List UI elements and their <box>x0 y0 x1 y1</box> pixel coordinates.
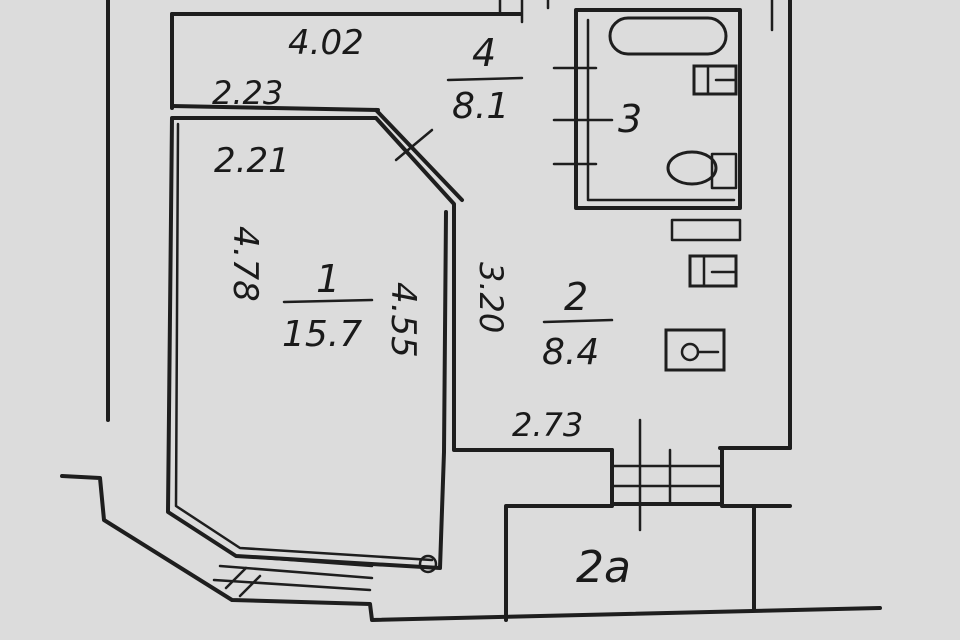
dim-corridor-width: 4.02 <box>288 23 364 63</box>
stair-block <box>610 448 724 506</box>
bathroom-door-ticks <box>552 66 614 166</box>
stove-burner-icon <box>680 342 700 362</box>
dim-corridor-inner: 2.23 <box>212 74 283 112</box>
corner-post <box>418 554 438 574</box>
room-1-fraction-bar <box>282 298 374 304</box>
top-door-mark <box>498 0 550 24</box>
room-1-area: 15.7 <box>282 314 362 355</box>
area-fraction-bars <box>282 76 614 324</box>
dim-room-1-left: 4.78 <box>225 226 265 302</box>
bathroom-inner-outline <box>586 18 736 202</box>
room-1-outline <box>166 108 614 570</box>
kitchen-divider <box>670 218 742 242</box>
room-4-fraction-bar <box>446 76 524 82</box>
dim-room-1-top: 2.21 <box>214 141 290 181</box>
bathtub-icon <box>608 16 728 56</box>
dim-room-2-left: 3.20 <box>472 262 510 333</box>
bathroom-outline <box>574 8 742 210</box>
room-4-area: 8.1 <box>452 86 509 127</box>
dim-room-2-bottom: 2.73 <box>512 406 583 444</box>
stove-icon <box>664 328 726 372</box>
room-2a-number: 2a <box>576 542 631 593</box>
room-2-area: 8.4 <box>542 332 599 373</box>
balcony-steps <box>224 566 262 598</box>
angled-wall-tick <box>394 128 434 162</box>
labels: 4 8.1 3 1 15.7 2 8.4 2a 4.02 2.23 2.21 4… <box>212 23 642 593</box>
room-2-number: 2 <box>564 275 588 319</box>
room-1-inner-wall <box>174 122 434 562</box>
toilet-icon <box>666 150 718 186</box>
walls <box>60 0 882 622</box>
kitchen-sink-detail <box>702 254 738 288</box>
room-2-fraction-bar <box>542 318 614 324</box>
fixtures <box>608 16 738 372</box>
room-4-number: 4 <box>472 31 496 75</box>
sink-detail <box>706 64 738 96</box>
corridor-inner-line <box>170 104 380 112</box>
room-1-number: 1 <box>316 257 340 301</box>
room-2a-outline <box>504 504 792 622</box>
stair-steps <box>610 418 724 532</box>
toilet-tank-icon <box>710 152 738 190</box>
balcony-outline <box>60 474 882 622</box>
dim-room-1-right: 4.55 <box>383 282 423 358</box>
room-3-number: 3 <box>618 97 642 141</box>
